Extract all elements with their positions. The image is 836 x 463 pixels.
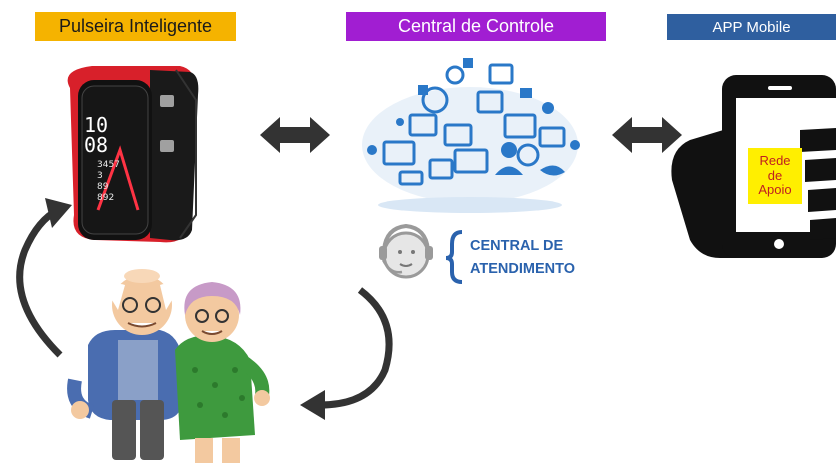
curved-arrow-to-watch	[16, 198, 72, 358]
watch-minutes: 08	[84, 133, 109, 157]
watch-hours: 10	[84, 113, 109, 137]
watch-stat: 3457	[97, 160, 120, 170]
bracelet-label: Pulseira Inteligente	[35, 12, 236, 41]
support-network-line: de	[767, 167, 783, 183]
support-network-line: Apoio	[758, 182, 792, 198]
central-label: Central de Controle	[346, 12, 606, 41]
smartwatch-icon	[67, 66, 199, 243]
elderly-couple-illustration	[67, 269, 270, 463]
watch-time: 10 08	[84, 115, 108, 155]
watch-stats: 3457 3 89 892	[97, 160, 120, 204]
curved-arrow-to-couple	[300, 287, 393, 420]
call-center-label: CENTRAL DE ATENDIMENTO	[470, 235, 575, 281]
support-network-label: Rede de Apoio	[748, 148, 802, 204]
watch-stat: 892	[97, 193, 115, 203]
call-center-line: CENTRAL DE	[470, 238, 564, 254]
headset-operator-icon	[379, 223, 463, 284]
double-arrow-right	[612, 117, 682, 153]
double-arrow-left	[260, 117, 330, 153]
watch-stat: 3	[97, 171, 103, 181]
watch-stat: 89	[97, 182, 109, 192]
app-label: APP Mobile	[667, 14, 836, 40]
call-center-line: ATENDIMENTO	[470, 261, 575, 277]
support-network-line: Rede	[759, 153, 791, 169]
cloud-network-icon	[362, 58, 580, 213]
